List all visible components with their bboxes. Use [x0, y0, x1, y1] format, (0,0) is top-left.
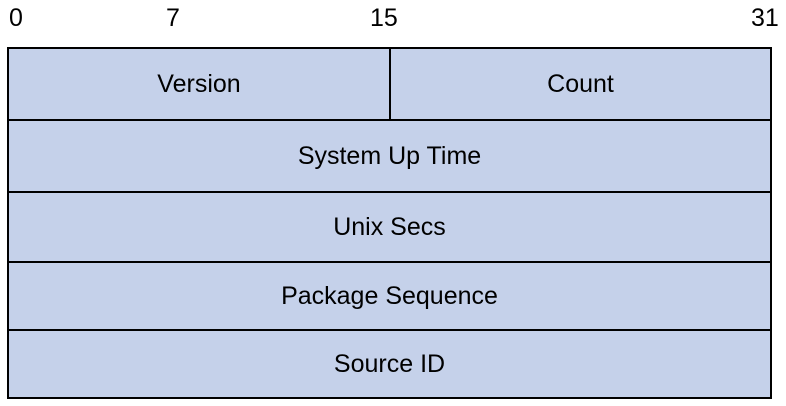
field-package-sequence-label: Package Sequence: [281, 281, 498, 310]
field-unix-secs: Unix Secs: [7, 191, 772, 263]
bit-position-7: 7: [166, 4, 180, 32]
field-count-label: Count: [547, 69, 614, 98]
field-version: Version: [7, 47, 391, 121]
field-package-sequence: Package Sequence: [7, 261, 772, 331]
field-count: Count: [389, 47, 772, 121]
bit-position-0: 0: [9, 4, 23, 32]
packet-header-diagram: Version Count System Up Time Unix Secs P…: [7, 47, 772, 399]
field-unix-secs-label: Unix Secs: [333, 212, 446, 241]
field-source-id: Source ID: [7, 329, 772, 399]
field-version-label: Version: [157, 69, 241, 98]
field-system-up-time: System Up Time: [7, 119, 772, 193]
field-system-up-time-label: System Up Time: [297, 141, 482, 170]
bit-position-31: 31: [751, 4, 779, 32]
bit-position-15: 15: [370, 4, 398, 32]
field-source-id-label: Source ID: [333, 349, 446, 378]
